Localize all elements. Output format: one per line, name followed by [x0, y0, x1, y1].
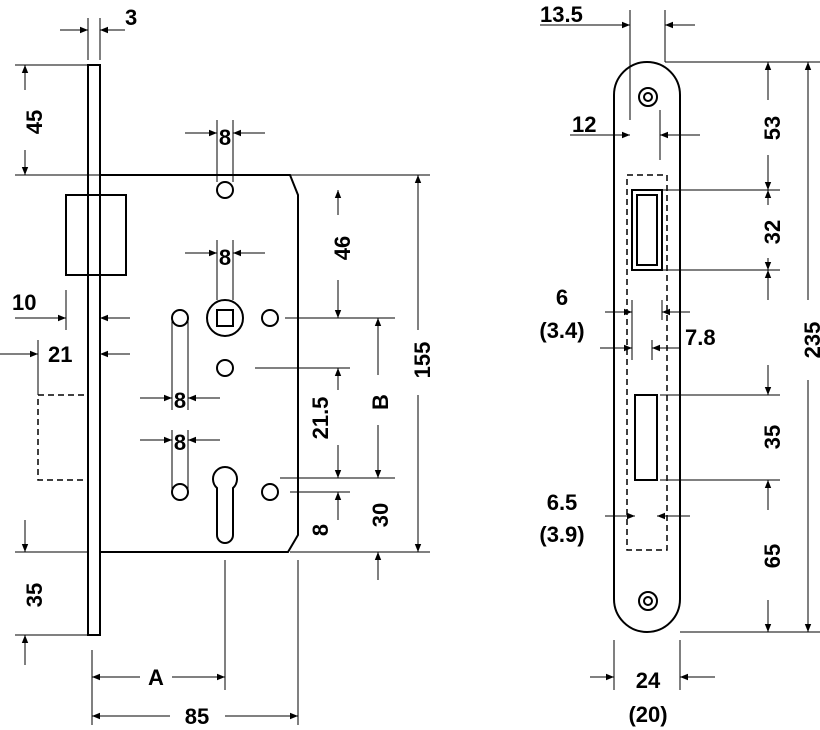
screw-hole	[638, 87, 658, 107]
cylinder-keyhole	[212, 466, 238, 544]
dim-13-5: 13.5	[540, 2, 583, 27]
dim-46: 46	[330, 236, 355, 260]
dim-7-8: 7.8	[685, 325, 716, 350]
screw-hole	[171, 309, 189, 327]
dim-3-9: (3.9)	[539, 522, 584, 547]
screw-hole	[261, 309, 279, 327]
follower-square	[216, 309, 234, 327]
dim-bottom: 35	[22, 583, 47, 607]
dim-30: 30	[368, 503, 393, 527]
faceplate	[87, 64, 101, 636]
dim-65: 65	[760, 544, 785, 568]
dim-8: 8	[308, 524, 333, 536]
lock-body-dashed	[626, 174, 668, 551]
dim-hole-cyl: 8	[174, 430, 186, 455]
screw-hole	[216, 181, 234, 199]
dim-3-4: (3.4)	[539, 318, 584, 343]
dim-235: 235	[800, 322, 820, 359]
dim-85: 85	[185, 704, 209, 729]
dim-20: (20)	[628, 702, 667, 727]
dim-latch: 10	[12, 290, 36, 315]
dim-b: B	[368, 394, 393, 410]
screw-hole	[216, 359, 234, 377]
screw-hole	[638, 591, 658, 611]
dim-21-5: 21.5	[308, 397, 333, 440]
lock-body	[99, 174, 299, 553]
front-view: 13.5 12 53 32 235 6 (3.4) 7.8 35 6.5 (3.…	[539, 2, 820, 727]
dim-155: 155	[410, 342, 435, 379]
deadbolt-dashed	[37, 394, 89, 481]
dim-a: A	[148, 665, 164, 690]
dim-hole-mid: 8	[174, 388, 186, 413]
screw-hole	[171, 483, 189, 501]
dim-32: 32	[760, 220, 785, 244]
latch-bolt	[65, 194, 127, 276]
dim-6-5: 6.5	[547, 490, 578, 515]
dim-6: 6	[556, 285, 568, 310]
dim-hole-top: 8	[219, 125, 231, 150]
screw-hole	[261, 483, 279, 501]
side-view: 3 45 10 21 35 8 8 8 8 46 155 B 21.5 30 8…	[0, 5, 435, 729]
dim-thickness: 3	[125, 5, 137, 30]
dim-24: 24	[636, 668, 661, 693]
deadbolt-opening	[634, 394, 658, 481]
latch-opening	[631, 189, 663, 271]
dim-53: 53	[760, 116, 785, 140]
dim-top: 45	[22, 110, 47, 134]
dim-12: 12	[572, 112, 596, 137]
follower	[206, 299, 244, 337]
dim-follower: 8	[219, 245, 231, 270]
dim-deadbolt: 21	[48, 342, 72, 367]
dim-35: 35	[760, 425, 785, 449]
faceplate-front	[613, 61, 681, 633]
